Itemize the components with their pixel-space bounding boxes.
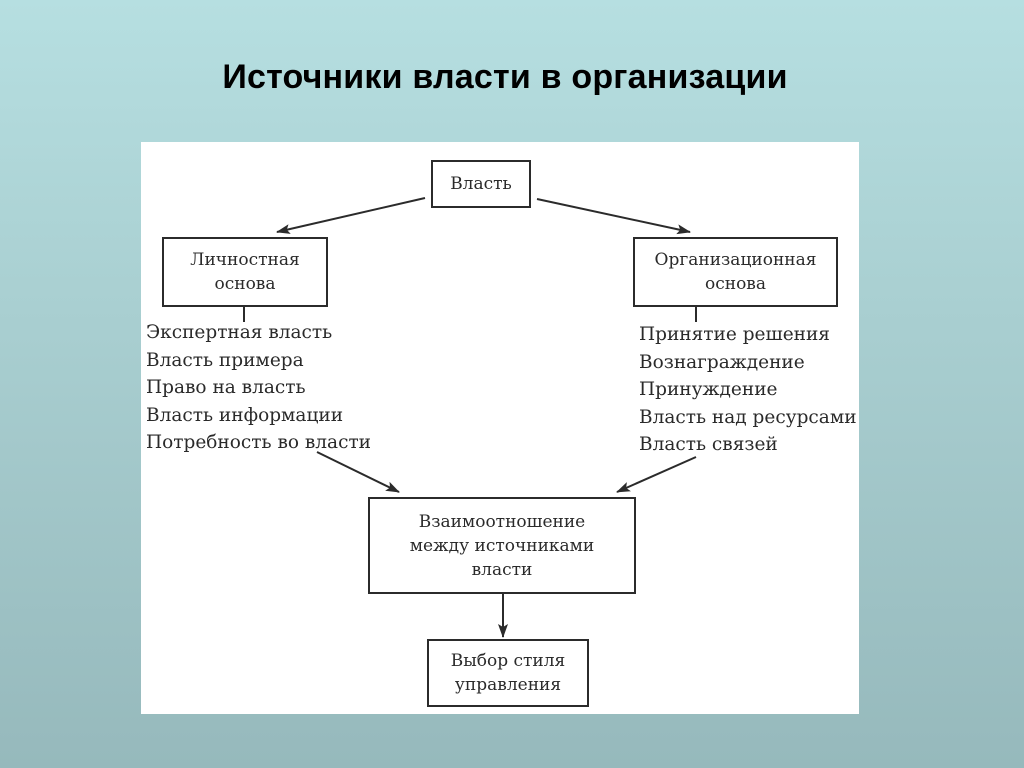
arrow-root-to-left [276, 197, 426, 234]
relation-line1: Взаимоотношение [418, 511, 586, 532]
list-item: Власть примера [146, 349, 304, 371]
right-basis-box: Организационная основа [633, 237, 838, 307]
list-item: Вознаграждение [639, 351, 805, 373]
style-choice-line2: управления [454, 675, 562, 695]
arrow-left-to-relation [316, 451, 400, 493]
arrow-right-to-relation [616, 456, 697, 493]
list-item: Экспертная власть [146, 322, 333, 343]
list-item: Власть связей [639, 434, 778, 455]
list-item: Принуждение [639, 379, 778, 400]
left-basis-line2: основа [214, 274, 276, 294]
right-items-list: Принятие решения Вознаграждение Принужде… [639, 321, 857, 459]
slide-title: Источники власти в организации [222, 58, 788, 96]
left-basis-line1: Личностная [190, 250, 300, 270]
diagram-panel: Власть Личностная основа Организационная… [141, 142, 859, 714]
arrow-root-to-right [536, 198, 691, 235]
relation-box: Взаимоотношение между источниками власти [368, 497, 636, 594]
connectors [243, 197, 697, 638]
left-basis-box: Личностная основа [162, 237, 328, 307]
style-choice-box: Выбор стиля управления [427, 639, 589, 707]
style-choice-line1: Выбор стиля [450, 651, 566, 671]
root-label: Власть [450, 174, 512, 194]
left-items-list: Экспертная власть Власть примера Право н… [146, 319, 371, 457]
list-item: Принятие решения [639, 324, 830, 345]
root-box: Власть [431, 160, 531, 208]
list-item: Право на власть [146, 377, 306, 398]
list-item: Потребность во власти [146, 432, 372, 453]
list-item: Власть над ресурсами [639, 406, 857, 428]
right-basis-line2: основа [704, 274, 767, 294]
relation-line2: между источниками [409, 535, 595, 556]
right-basis-line1: Организационная [654, 250, 817, 270]
list-item: Власть информации [146, 404, 344, 426]
relation-line3: власти [471, 559, 533, 580]
